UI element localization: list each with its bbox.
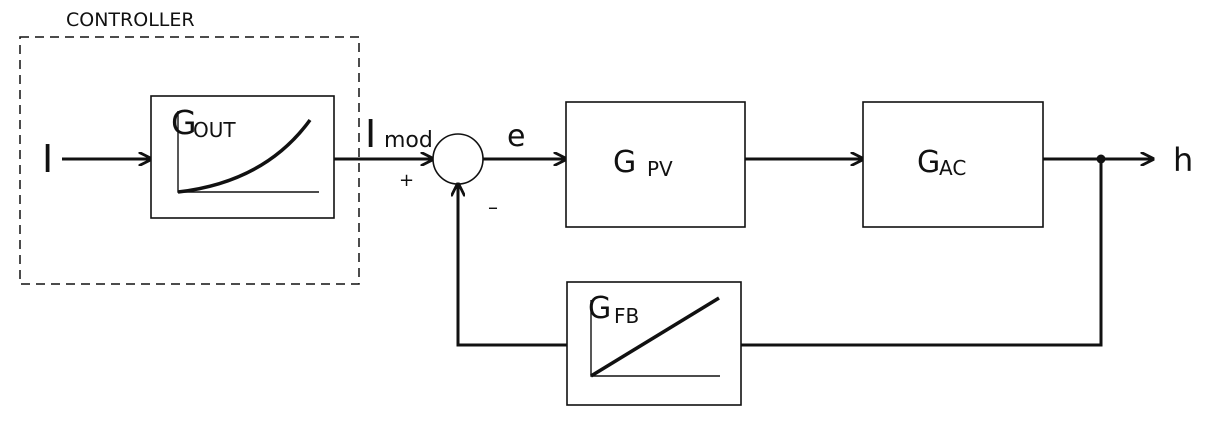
svg-text:FB: FB <box>614 304 639 328</box>
imod-signal-label: I mod <box>365 112 433 156</box>
input-signal-label: I <box>42 137 53 181</box>
gpv-block-label: G PV <box>613 145 673 181</box>
controller-label: CONTROLLER <box>66 9 195 31</box>
svg-text:I: I <box>365 112 376 156</box>
svg-text:G: G <box>917 145 940 180</box>
controller-boundary <box>19 36 360 285</box>
gout-block-label: G OUT <box>171 103 236 142</box>
gfb-block-label: G FB <box>588 291 639 328</box>
error-signal-label: e <box>507 119 525 154</box>
feedback-to-junction-line <box>458 184 567 347</box>
feedback-return-line <box>741 159 1103 347</box>
svg-text:G: G <box>588 291 611 326</box>
gout-exponential-curve <box>177 118 312 194</box>
minus-sign: – <box>488 195 498 219</box>
svg-text:G: G <box>171 103 197 142</box>
gfb-linear-line <box>590 296 720 378</box>
svg-text:PV: PV <box>647 157 673 181</box>
gout-block <box>150 95 335 219</box>
plus-sign: + <box>399 170 414 191</box>
svg-text:OUT: OUT <box>193 118 236 142</box>
gac-block <box>862 101 1044 228</box>
gpv-block <box>565 101 746 228</box>
svg-text:mod: mod <box>384 128 433 153</box>
gac-block-label: G AC <box>917 145 966 180</box>
svg-text:G: G <box>613 145 636 180</box>
output-signal-label: h <box>1173 141 1193 179</box>
svg-text:AC: AC <box>939 156 966 180</box>
summing-junction <box>432 133 484 185</box>
